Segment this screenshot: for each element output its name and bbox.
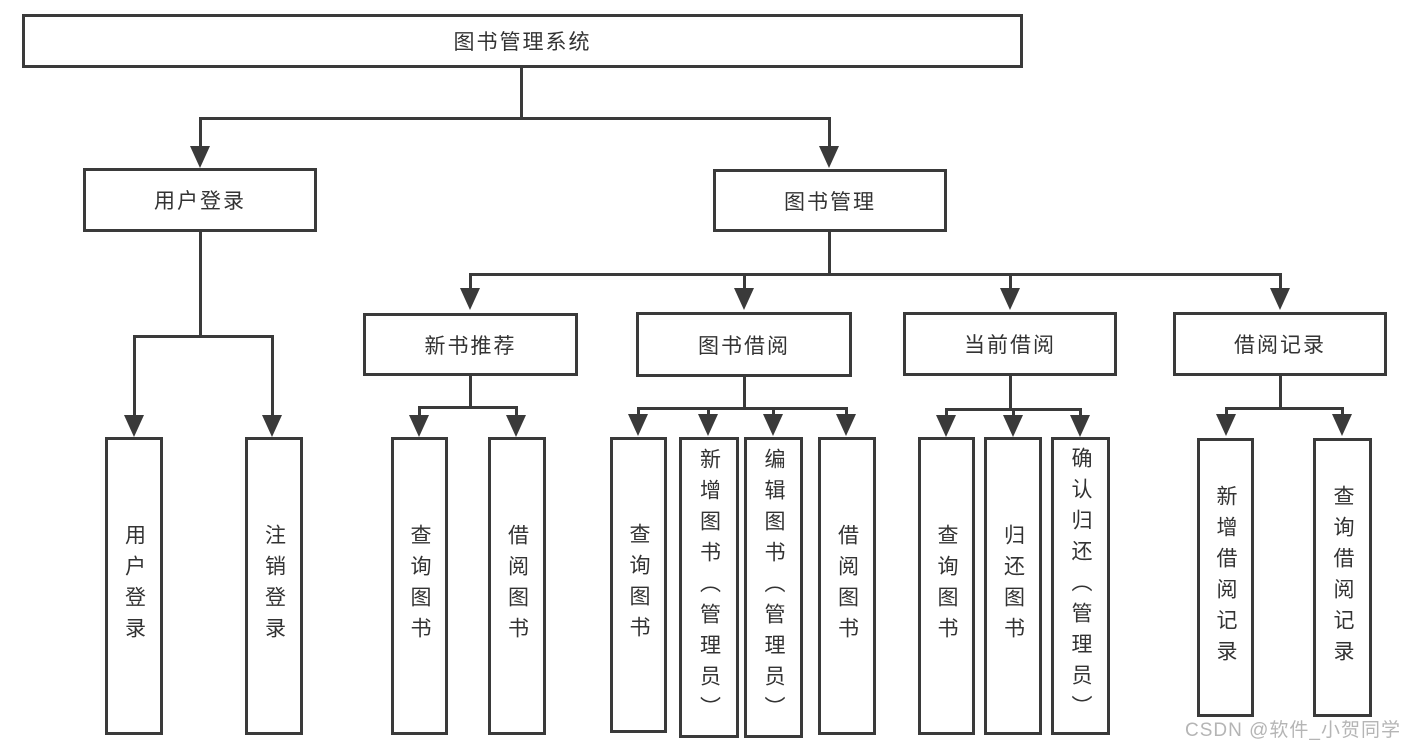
connector-line	[1225, 407, 1228, 415]
arrow-down-icon	[1216, 414, 1236, 436]
connector-line	[743, 377, 746, 410]
connector-line	[1009, 273, 1012, 290]
arrow-down-icon	[734, 288, 754, 310]
arrow-down-icon	[1070, 415, 1090, 437]
leaf-label: 注销登录	[262, 524, 286, 648]
arrow-down-icon	[763, 414, 783, 436]
node-book-management: 图书管理	[713, 169, 947, 232]
leaf-query-books-current: 查询图书	[918, 437, 975, 735]
connector-line	[271, 335, 274, 416]
arrow-down-icon	[124, 415, 144, 437]
connector-line	[133, 335, 136, 416]
arrow-down-icon	[836, 414, 856, 436]
node-book-borrowing: 图书借阅	[636, 312, 852, 377]
watermark: CSDN @软件_小贺同学	[1185, 720, 1401, 741]
connector-line	[637, 407, 640, 415]
leaf-query-borrow-record: 查询借阅记录	[1313, 438, 1372, 717]
node-user-login: 用户登录	[83, 168, 317, 232]
connector-line	[1279, 376, 1282, 410]
leaf-borrow-books-recommend: 借阅图书	[488, 437, 546, 735]
leaf-label: 查询图书	[935, 524, 958, 648]
connector-line	[515, 406, 518, 416]
leaf-user-login: 用户登录	[105, 437, 163, 735]
connector-line	[1279, 273, 1282, 290]
leaf-label: 编辑图书（管理员）	[762, 448, 785, 727]
leaf-edit-book-admin: 编辑图书（管理员）	[744, 437, 803, 738]
leaf-borrow-books-2: 借阅图书	[818, 437, 876, 735]
connector-line	[1079, 408, 1082, 416]
leaf-return-book: 归还图书	[984, 437, 1042, 735]
leaf-label: 借阅图书	[505, 524, 529, 648]
connector-line	[845, 407, 848, 415]
connector-line	[1012, 408, 1015, 416]
arrow-down-icon	[698, 414, 718, 436]
connector-line	[828, 232, 831, 276]
connector-line	[418, 406, 518, 409]
connector-line	[1225, 407, 1344, 410]
arrow-down-icon	[506, 415, 526, 437]
node-label: 图书借阅	[698, 334, 790, 358]
node-new-book-recommend: 新书推荐	[363, 313, 578, 376]
connector-line	[199, 117, 202, 147]
leaf-label: 借阅图书	[835, 524, 859, 648]
arrow-down-icon	[936, 415, 956, 437]
arrow-down-icon	[819, 146, 839, 168]
leaf-label: 查询图书	[627, 523, 650, 647]
node-current-borrowing: 当前借阅	[903, 312, 1117, 376]
connector-line	[707, 407, 710, 415]
arrow-down-icon	[1000, 288, 1020, 310]
connector-line	[469, 376, 472, 409]
leaf-confirm-return-admin: 确认归还（管理员）	[1051, 437, 1110, 735]
leaf-label: 确认归还（管理员）	[1069, 446, 1092, 726]
connector-line	[743, 273, 746, 290]
node-label: 图书管理	[784, 190, 876, 214]
connector-line	[1341, 407, 1344, 415]
node-label: 新书推荐	[424, 334, 517, 358]
arrow-down-icon	[1003, 415, 1023, 437]
leaf-label: 归还图书	[1001, 524, 1025, 648]
connector-line	[945, 408, 948, 416]
node-label: 用户登录	[154, 190, 246, 213]
connector-line	[199, 117, 831, 120]
leaf-label: 用户登录	[122, 524, 146, 648]
arrow-down-icon	[262, 415, 282, 437]
arrow-down-icon	[1332, 414, 1352, 436]
leaf-logout: 注销登录	[245, 437, 303, 735]
connector-line	[133, 335, 274, 338]
node-label: 借阅记录	[1234, 334, 1326, 357]
connector-line	[637, 407, 848, 410]
leaf-label: 新增借阅记录	[1214, 484, 1237, 671]
node-label: 当前借阅	[964, 334, 1056, 357]
node-borrow-records: 借阅记录	[1173, 312, 1387, 376]
connector-line	[520, 68, 523, 120]
arrow-down-icon	[409, 415, 429, 437]
leaf-add-borrow-record: 新增借阅记录	[1197, 438, 1254, 717]
arrow-down-icon	[628, 414, 648, 436]
connector-line	[469, 273, 1282, 276]
connector-line	[469, 273, 472, 290]
leaf-add-book-admin: 新增图书（管理员）	[679, 437, 739, 738]
connector-line	[1009, 376, 1012, 411]
arrow-down-icon	[190, 146, 210, 168]
leaf-query-books-borrowing: 查询图书	[610, 437, 667, 733]
connector-line	[828, 117, 831, 147]
leaf-label: 查询图书	[408, 524, 431, 648]
connector-line	[772, 407, 775, 415]
leaf-label: 新增图书（管理员）	[697, 448, 721, 727]
leaf-label: 查询借阅记录	[1331, 484, 1354, 671]
connector-line	[199, 232, 202, 338]
connector-line	[418, 406, 421, 416]
node-library-system: 图书管理系统	[22, 14, 1023, 68]
node-label: 图书管理系统	[453, 31, 592, 54]
leaf-query-books-recommend: 查询图书	[391, 437, 448, 735]
arrow-down-icon	[460, 288, 480, 310]
arrow-down-icon	[1270, 288, 1290, 310]
